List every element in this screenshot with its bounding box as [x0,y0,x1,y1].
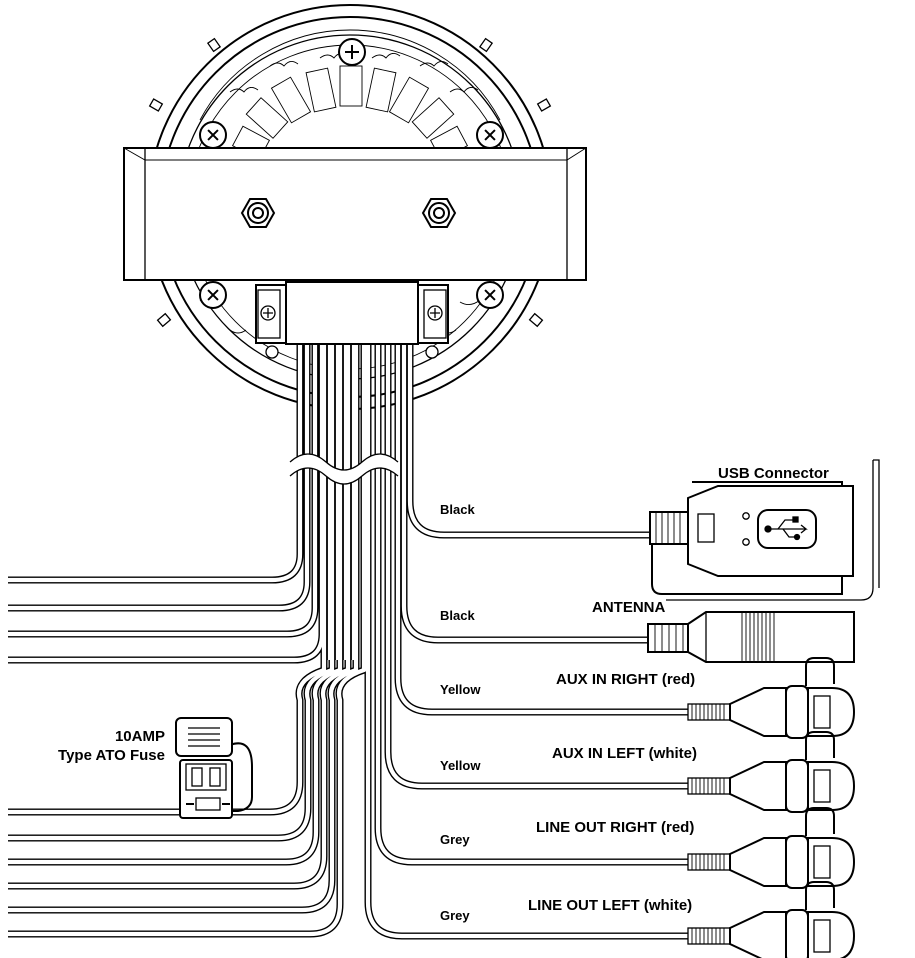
wire-harness [8,345,690,940]
wire-core [8,345,367,937]
wire [400,345,648,644]
wire-color-line-left: Grey [440,908,470,923]
line-out-left-label: LINE OUT LEFT (white) [528,897,692,914]
wire-core [385,345,690,789]
rca-plug-icon [687,657,856,739]
rca-connectors [687,657,856,958]
wire-core [395,345,690,715]
aux-in-left-label: AUX IN LEFT (white) [552,745,697,762]
screw-icon [199,281,227,309]
antenna-label: ANTENNA [592,599,665,616]
nut-icon [240,198,276,228]
line-out-right-label: LINE OUT RIGHT (red) [536,819,694,836]
wire-core [375,345,690,865]
screw-icon [476,121,504,149]
wire-color-aux-right: Yellow [440,682,481,697]
wire-color-usb: Black [440,502,475,517]
head-unit [123,4,587,410]
screw-icon [476,281,504,309]
wire-core [401,345,648,643]
usb-icon [764,516,808,541]
wire-color-aux-left: Yellow [440,758,481,773]
rca-plug-icon [687,731,856,813]
wire [394,345,690,716]
aux-in-right-label: AUX IN RIGHT (red) [556,671,695,688]
labels: USB Connector ANTENNA AUX IN RIGHT (red)… [58,465,829,923]
rca-plug-icon [687,881,856,958]
wire-core [8,345,335,841]
usb-connector-label: USB Connector [718,465,829,482]
fuse-holder [175,717,253,819]
wire-core [8,345,343,865]
wire-core [8,345,327,815]
fuse-type-label: Type ATO Fuse [58,747,165,764]
wire [8,345,336,842]
wire-core [8,345,310,611]
screw-icon [199,121,227,149]
rca-plug-icon [687,807,856,889]
mounting-bracket [123,147,587,281]
wire-core [8,345,359,913]
wire-color-line-right: Grey [440,832,470,847]
usb-connector [649,459,880,601]
wire-core [8,345,303,583]
wire-core [8,345,318,637]
bezel-tabs [148,37,552,328]
wire-color-antenna: Black [440,608,475,623]
mounting-screws [199,38,504,309]
antenna-connector [647,611,855,663]
nut-icon [421,198,457,228]
wire-break-symbol [289,453,399,485]
wire-core [8,345,351,889]
wire-core [407,345,650,538]
fuse-rating-label: 10AMP [115,728,165,745]
screw-icon [338,38,366,66]
wire [384,345,690,790]
wire-core [365,345,690,939]
harness-connector-block [255,281,449,359]
